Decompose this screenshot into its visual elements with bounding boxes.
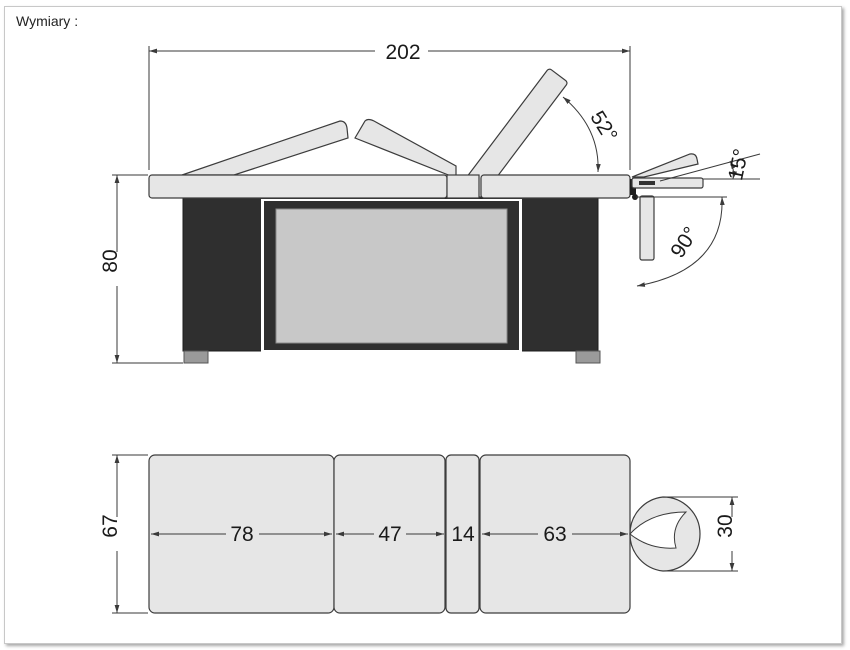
front-panel — [275, 208, 508, 344]
side-view: 202 80 52° 15° 90° — [99, 41, 761, 364]
headrest-lock — [639, 181, 655, 185]
page-title: Wymiary : — [16, 13, 79, 29]
dim-seg-3: 14 — [451, 523, 475, 546]
leg-section-raised — [181, 118, 457, 179]
arm-rest — [639, 195, 655, 261]
foot-right — [575, 350, 601, 364]
mattress-seg-3 — [480, 174, 631, 199]
mattress-seg-2 — [446, 174, 480, 199]
dim-seg-2: 47 — [378, 523, 401, 546]
angle-head: 15° — [724, 147, 753, 183]
arm-pivot — [632, 194, 638, 200]
headrest-tilted — [631, 153, 699, 178]
headrest — [631, 177, 704, 189]
mattress-seg-1 — [148, 174, 448, 199]
foot-left — [183, 350, 209, 364]
dim-width: 67 — [99, 514, 122, 537]
dim-height: 80 — [99, 249, 122, 272]
dim-seg-4: 63 — [543, 523, 566, 546]
dim-seg-1: 78 — [230, 523, 253, 546]
top-view: 67 78 47 14 63 30 — [99, 454, 738, 614]
dim-total-length: 202 — [385, 41, 420, 64]
top-seg-2 — [333, 454, 446, 614]
angle-back: 52° — [585, 107, 621, 146]
angle-arm: 90° — [666, 223, 703, 262]
dim-head-width: 30 — [714, 514, 737, 537]
top-seg-3 — [445, 454, 480, 614]
face-hole — [629, 511, 688, 549]
